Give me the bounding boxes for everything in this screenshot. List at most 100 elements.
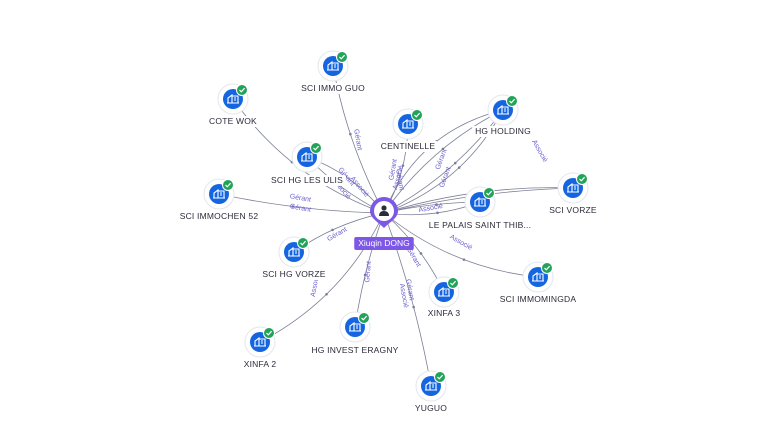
- node-label-background: [268, 175, 346, 186]
- node-label-background: [546, 205, 600, 216]
- building-glyph: [213, 188, 225, 199]
- node-label: SCI IMMOCHEN 52: [180, 211, 259, 221]
- check-badge-icon: [297, 237, 309, 249]
- nodes-layer: SCI IMMO GUO COTE WOK CENTINELLE HG HOLDING…: [176, 50, 600, 414]
- building-glyph: [349, 321, 361, 332]
- edge-line: [383, 212, 539, 278]
- building-glyph: [438, 286, 450, 297]
- node-label: SCI HG VORZE: [262, 269, 325, 279]
- check-mark: [486, 190, 493, 196]
- company-node[interactable]: HG HOLDING: [472, 94, 534, 137]
- company-node[interactable]: YUGUO: [411, 370, 451, 414]
- company-node[interactable]: SCI IMMOMINGDA: [496, 261, 580, 305]
- node-label: XINFA 3: [428, 308, 461, 318]
- check-badge-icon: [263, 327, 275, 339]
- check-badge-icon: [576, 173, 588, 185]
- node-label-background: [206, 116, 260, 127]
- company-node[interactable]: SCI IMMO GUO: [298, 50, 368, 94]
- edge-arrow: [325, 292, 328, 296]
- check-mark: [414, 112, 421, 118]
- company-node[interactable]: SCI HG VORZE: [259, 236, 329, 280]
- check-badge-icon: [236, 84, 248, 96]
- check-mark: [544, 265, 551, 271]
- edge-label: Gérant: [404, 279, 415, 301]
- node-label: SCI IMMOMINGDA: [500, 294, 577, 304]
- node-label: SCI VORZE: [549, 205, 597, 215]
- edge-label: Gérant: [352, 129, 363, 151]
- node-label: HG HOLDING: [475, 126, 531, 136]
- company-node[interactable]: XINFA 2: [240, 326, 280, 370]
- check-badge-icon: [310, 142, 322, 154]
- check-mark: [239, 87, 246, 93]
- edge-label: Gérant: [326, 226, 348, 243]
- check-badge-icon: [506, 95, 518, 107]
- edge-label: Gérant: [394, 169, 405, 191]
- node-label-background: [411, 403, 451, 414]
- company-node[interactable]: LE PALAIS SAINT THIB...: [425, 186, 535, 231]
- edge-line: [383, 109, 504, 214]
- node-label: YUGUO: [415, 403, 447, 413]
- building-glyph: [288, 246, 300, 257]
- check-mark: [339, 54, 346, 60]
- company-node[interactable]: SCI IMMOCHEN 52: [176, 178, 262, 222]
- check-mark: [450, 280, 457, 286]
- node-label: LE PALAIS SAINT THIB...: [429, 220, 531, 230]
- company-node[interactable]: XINFA 3: [424, 276, 464, 319]
- building-glyph: [567, 182, 579, 193]
- company-node[interactable]: COTE WOK: [206, 83, 260, 127]
- node-label: HG INVEST ERAGNY: [311, 345, 398, 355]
- edge-label: Gérant: [289, 193, 311, 204]
- check-badge-icon: [447, 277, 459, 289]
- center-label: Xiuqin DONG: [358, 238, 410, 248]
- check-mark: [225, 182, 232, 188]
- center-node[interactable]: Xiuqin DONG: [354, 197, 414, 250]
- building-glyph: [474, 196, 486, 207]
- edge-label: Associé: [448, 234, 473, 252]
- edge-arrow: [436, 211, 439, 215]
- check-mark: [579, 176, 586, 182]
- node-label-background: [425, 220, 535, 231]
- company-node[interactable]: SCI HG LES ULIS: [268, 141, 346, 186]
- edge-label: Gérant: [388, 159, 399, 181]
- edge-arrow: [435, 203, 438, 206]
- building-glyph: [327, 60, 339, 71]
- check-badge-icon: [541, 262, 553, 274]
- edge-arrow: [412, 305, 415, 309]
- node-label-background: [377, 141, 439, 152]
- edge-label: Associé: [418, 203, 443, 214]
- check-mark: [266, 330, 273, 336]
- edge-line: [383, 212, 432, 387]
- check-badge-icon: [483, 187, 495, 199]
- edge-arrow: [349, 132, 352, 136]
- edge-label: Associé: [530, 139, 548, 164]
- building-glyph: [497, 104, 509, 115]
- company-node[interactable]: SCI VORZE: [546, 172, 600, 216]
- edge-line: [383, 109, 504, 214]
- building-glyph: [425, 380, 437, 391]
- node-label: XINFA 2: [244, 359, 277, 369]
- node-label-background: [259, 269, 329, 280]
- company-node[interactable]: HG INVEST ERAGNY: [308, 311, 402, 356]
- node-label-background: [424, 308, 464, 319]
- check-badge-icon: [336, 51, 348, 63]
- node-label: CENTINELLE: [381, 141, 436, 151]
- edge-line: [218, 193, 385, 214]
- check-badge-icon: [358, 312, 370, 324]
- edge-arrow: [419, 252, 423, 255]
- node-label-background: [308, 345, 402, 356]
- edge-label: Associé: [398, 283, 409, 308]
- edge-line: [259, 212, 385, 343]
- edge-arrow: [401, 164, 405, 167]
- check-badge-icon: [434, 371, 446, 383]
- check-mark: [509, 98, 516, 104]
- edge-arrow: [331, 228, 334, 232]
- company-node[interactable]: CENTINELLE: [377, 108, 439, 152]
- edge-arrow: [453, 161, 457, 165]
- edge-arrow: [457, 166, 461, 169]
- check-mark: [300, 240, 307, 246]
- check-badge-icon: [411, 109, 423, 121]
- node-label-background: [176, 211, 262, 222]
- building-glyph: [227, 93, 239, 104]
- check-mark: [361, 315, 368, 321]
